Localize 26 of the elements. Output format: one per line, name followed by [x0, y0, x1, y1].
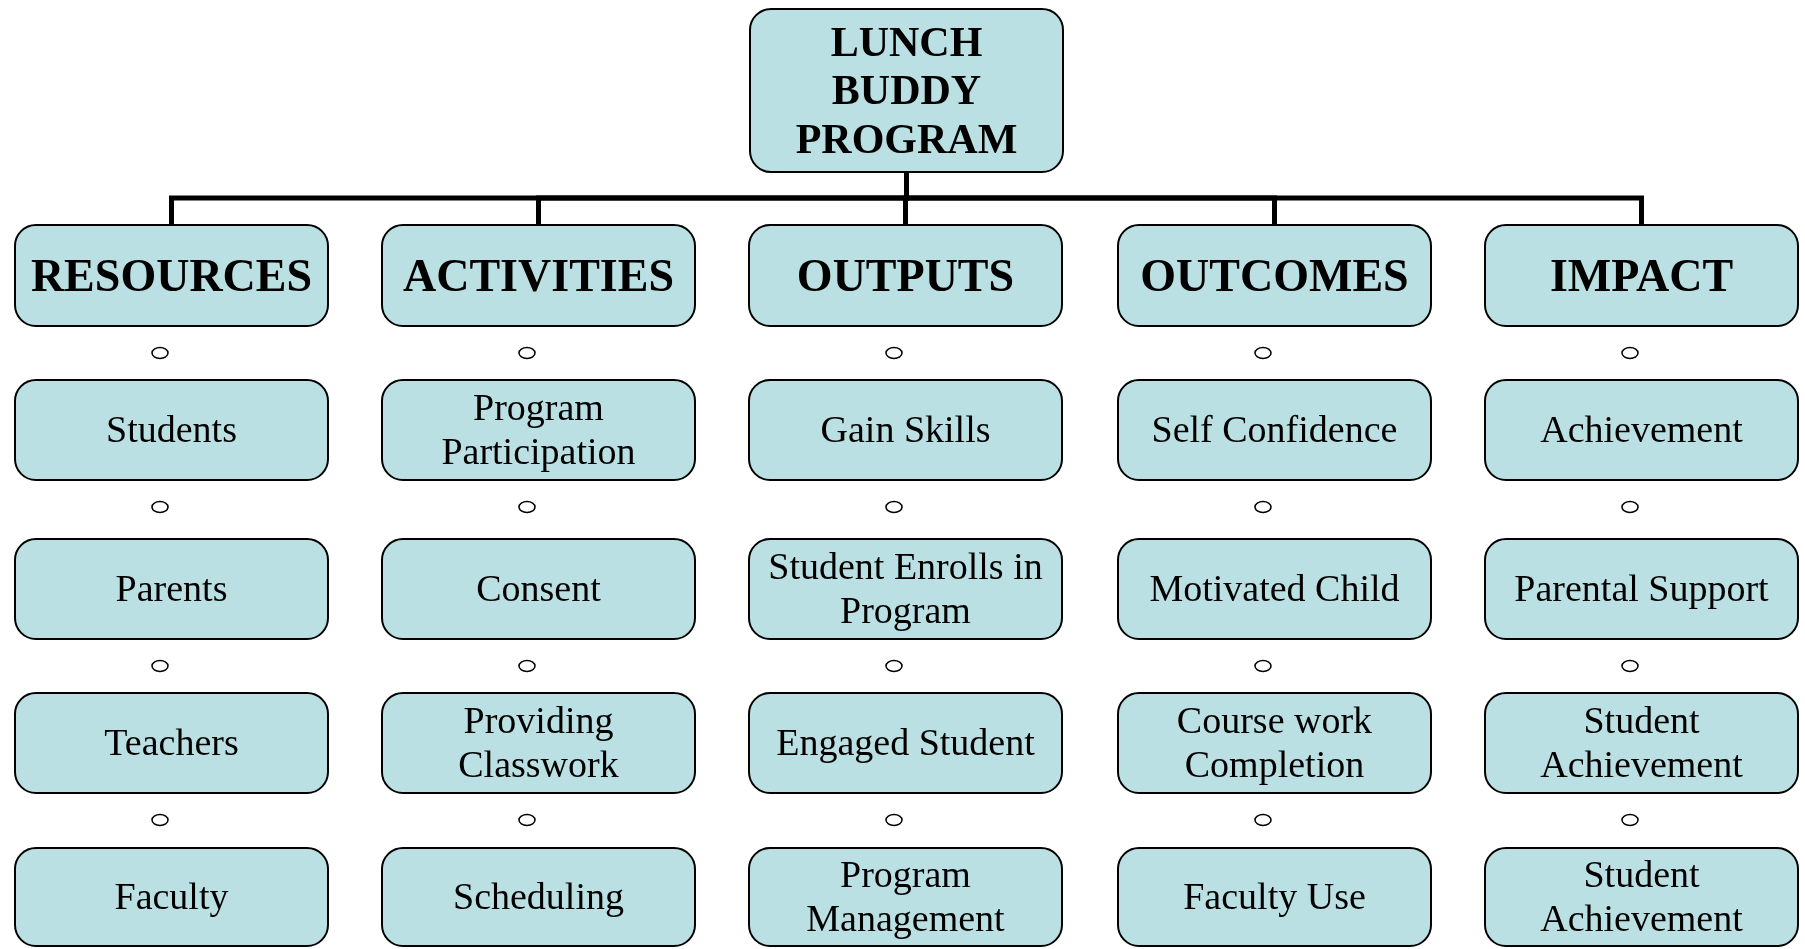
item-box: Students — [14, 379, 329, 481]
item-box: Scheduling — [381, 847, 696, 947]
item-box: Gain Skills — [748, 379, 1063, 481]
item-box: Parents — [14, 538, 329, 640]
item-box: Self Confidence — [1117, 379, 1432, 481]
item-box: Providing Classwork — [381, 692, 696, 794]
category-box: RESOURCES — [14, 224, 329, 327]
category-box: ACTIVITIES — [381, 224, 696, 327]
category-box: OUTCOMES — [1117, 224, 1432, 327]
item-box: Student Achievement — [1484, 847, 1799, 947]
category-box: IMPACT — [1484, 224, 1799, 327]
item-box: Faculty — [14, 847, 329, 947]
item-box: Student Achievement — [1484, 692, 1799, 794]
title-box: LUNCH BUDDY PROGRAM — [749, 8, 1064, 173]
item-box: Course work Completion — [1117, 692, 1432, 794]
item-box: Program Participation — [381, 379, 696, 481]
item-box: Program Management — [748, 847, 1063, 947]
category-box: OUTPUTS — [748, 224, 1063, 327]
item-box: Consent — [381, 538, 696, 640]
item-box: Parental Support — [1484, 538, 1799, 640]
item-box: Engaged Student — [748, 692, 1063, 794]
item-box: Motivated Child — [1117, 538, 1432, 640]
item-box: Faculty Use — [1117, 847, 1432, 947]
item-box: Teachers — [14, 692, 329, 794]
item-box: Student Enrolls in Program — [748, 538, 1063, 640]
item-box: Achievement — [1484, 379, 1799, 481]
